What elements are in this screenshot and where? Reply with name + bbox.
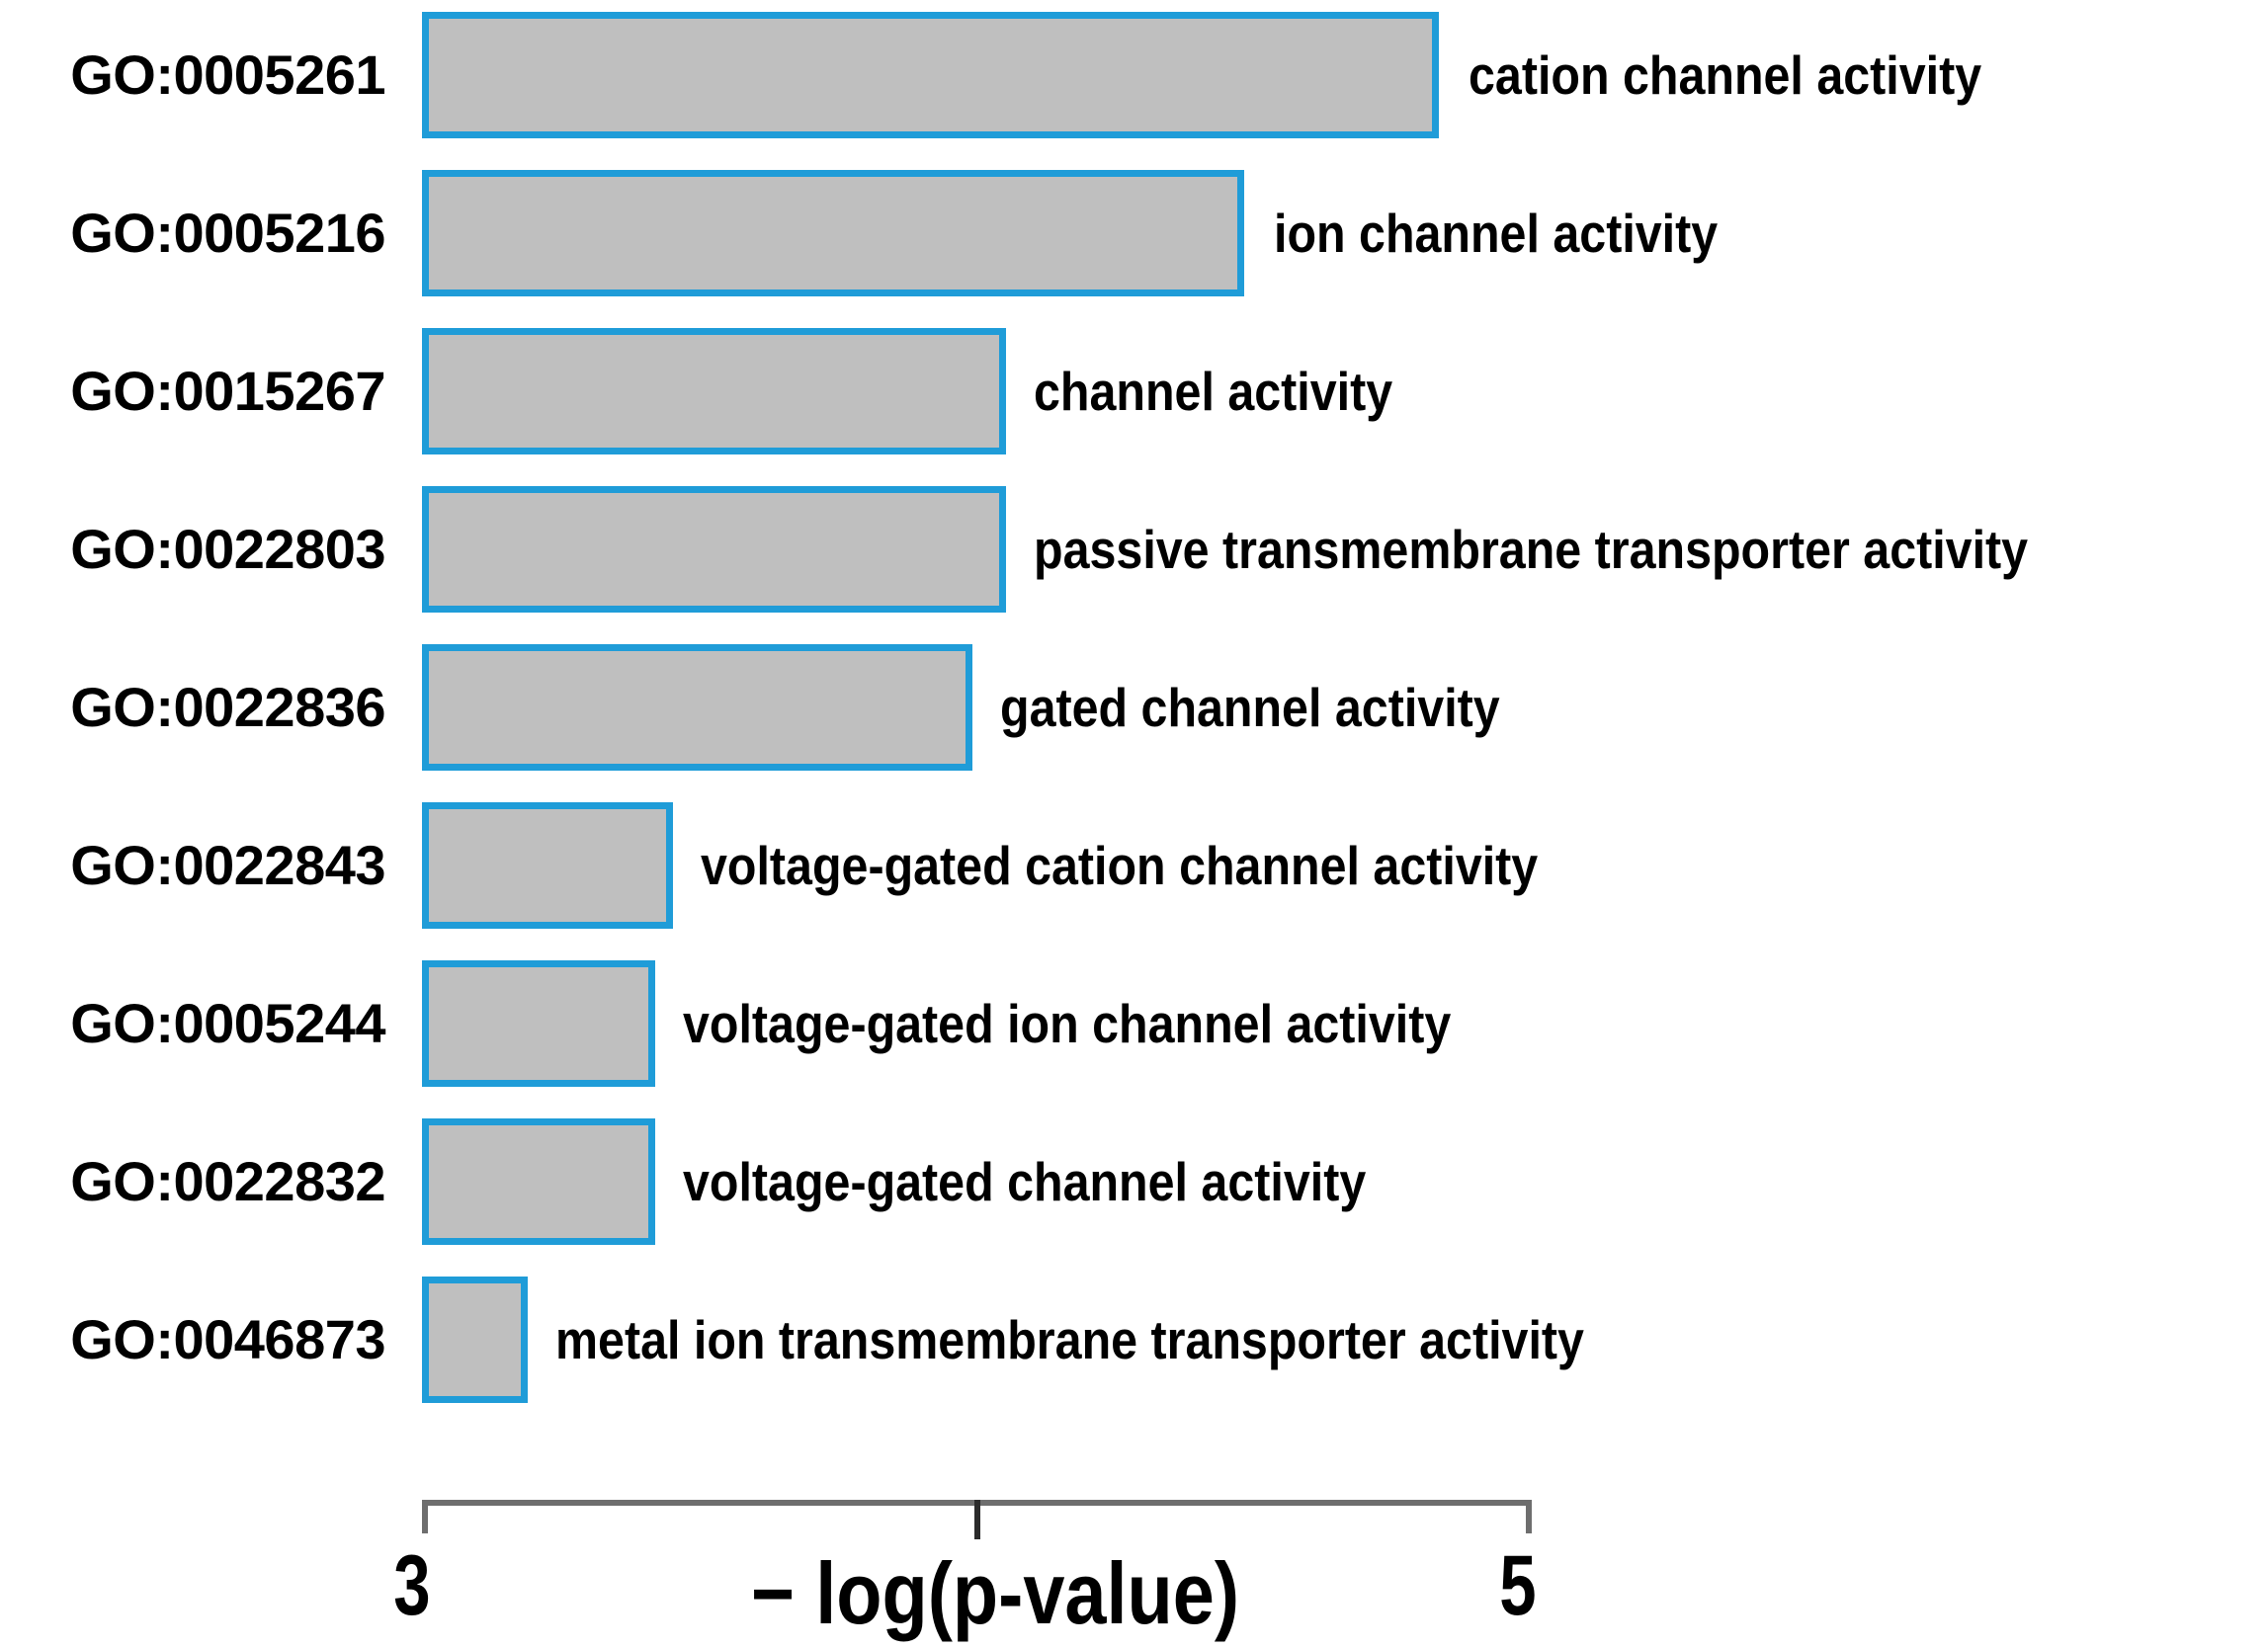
bar-term-label: voltage-gated channel activity — [683, 1151, 1367, 1212]
bar — [422, 170, 1244, 296]
category-label-go-id: GO:0022803 — [70, 518, 385, 580]
category-label-go-id: GO:0022836 — [70, 676, 385, 738]
bar-term-label: voltage-gated cation channel activity — [701, 835, 1539, 896]
bar — [422, 12, 1439, 138]
bar-row: GO:0022843 voltage-gated cation channel … — [0, 802, 2268, 929]
bar-row: GO:0005244 voltage-gated ion channel act… — [0, 960, 2268, 1087]
bar-term-label: voltage-gated ion channel activity — [683, 993, 1452, 1054]
bar — [422, 960, 655, 1087]
bar-row: GO:0022832 voltage-gated channel activit… — [0, 1118, 2268, 1245]
axis-tick-mid — [974, 1500, 980, 1539]
bar — [422, 486, 1006, 613]
bar-term-label: metal ion transmembrane transporter acti… — [555, 1309, 1584, 1370]
category-label-go-id: GO:0022843 — [70, 834, 385, 896]
bar-row: GO:0005261 cation channel activity — [0, 12, 2268, 138]
bar-term-label: passive transmembrane transporter activi… — [1034, 519, 2029, 580]
axis-tick-start — [422, 1500, 428, 1533]
category-label-go-id: GO:0022832 — [70, 1150, 385, 1212]
bar — [422, 644, 972, 771]
bar-term-label: channel activity — [1034, 361, 1393, 422]
bar-term-label: cation channel activity — [1469, 44, 1982, 106]
category-label-go-id: GO:0005216 — [70, 202, 385, 264]
bar-term-label: ion channel activity — [1274, 203, 1719, 264]
x-axis: 3 5 − log(p-value) — [0, 1500, 2268, 1649]
bar — [422, 802, 673, 929]
bar-row: GO:0022836 gated channel activity — [0, 644, 2268, 771]
category-label-go-id: GO:0005261 — [70, 43, 385, 106]
axis-tick-label-end: 5 — [1499, 1538, 1537, 1633]
category-label-go-id: GO:0005244 — [70, 992, 385, 1054]
axis-tick-end — [1526, 1500, 1532, 1533]
bar-row: GO:0046873 metal ion transmembrane trans… — [0, 1277, 2268, 1403]
bar — [422, 328, 1006, 454]
axis-title: − log(p-value) — [751, 1544, 1240, 1642]
bar-row: GO:0005216 ion channel activity — [0, 170, 2268, 296]
bar-row: GO:0022803 passive transmembrane transpo… — [0, 486, 2268, 613]
bar — [422, 1118, 655, 1245]
category-label-go-id: GO:0015267 — [70, 360, 385, 422]
bar — [422, 1277, 528, 1403]
bar-row: GO:0015267 channel activity — [0, 328, 2268, 454]
category-label-go-id: GO:0046873 — [70, 1308, 385, 1370]
axis-tick-label-start: 3 — [393, 1538, 431, 1633]
bar-term-label: gated channel activity — [1000, 677, 1500, 738]
